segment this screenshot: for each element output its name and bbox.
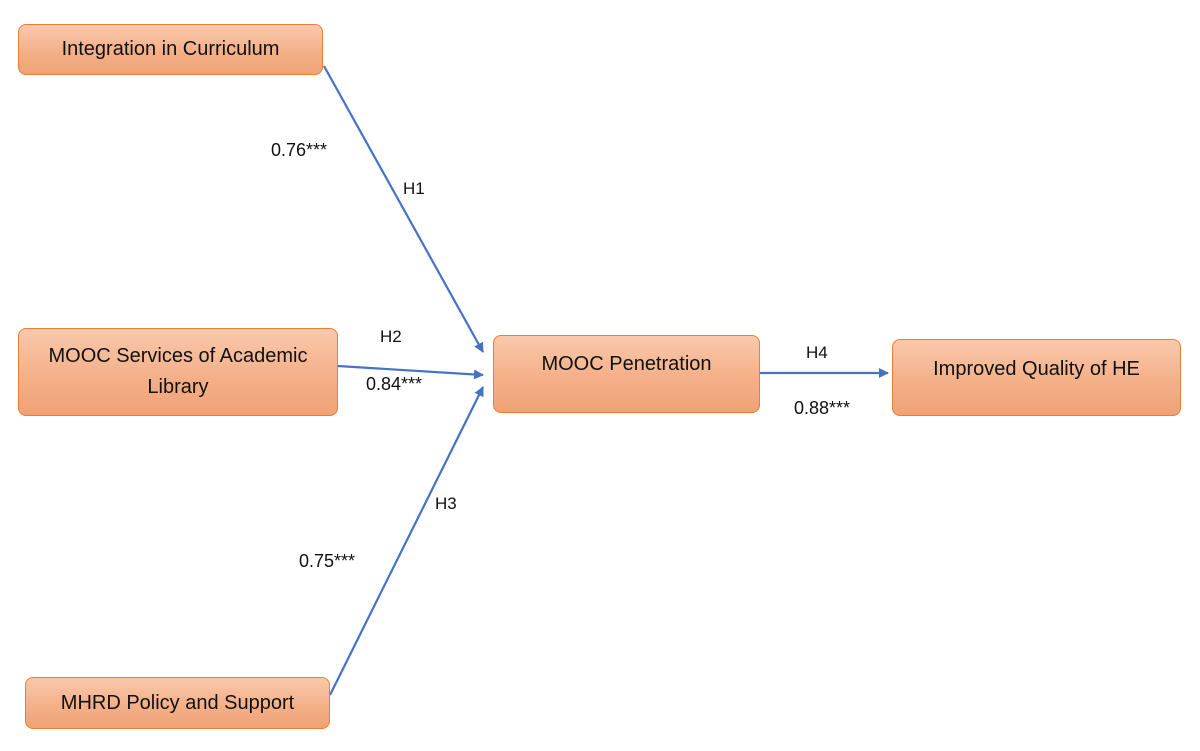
coefficient-label-h4: 0.88*** [794,398,851,418]
arrow-h3 [329,386,484,696]
hypothesis-label-h4: H4 [806,343,828,362]
node-mooc-penetration: MOOC Penetration [493,335,760,413]
coefficient-label-h3: 0.75*** [299,551,356,571]
arrow-h1 [323,65,484,353]
coefficient-label-h2: 0.84*** [366,374,423,394]
node-label: MOOC Services of Academic Library [49,341,308,403]
hypothesis-label-h2: H2 [380,327,402,346]
hypothesis-label-h1: H1 [403,179,425,198]
node-improved-quality-of-he: Improved Quality of HE [892,339,1181,416]
node-label-line: Library [147,376,209,398]
node-label: MOOC Penetration [541,352,712,375]
node-mooc-services-of-academic-library: MOOC Services of Academic Library [18,328,338,416]
hypothesis-label-h3: H3 [435,494,457,513]
node-label-line: MOOC Services of Academic [48,345,308,367]
arrow-h2 [337,364,484,380]
node-label: Integration in Curriculum [61,38,280,60]
node-label: MHRD Policy and Support [60,691,295,714]
node-label: Improved Quality of HE [933,358,1140,380]
node-mhrd-policy-and-support: MHRD Policy and Support [25,677,330,729]
coefficient-label-h1: 0.76*** [271,140,328,160]
node-integration-in-curriculum: Integration in Curriculum [18,24,323,75]
